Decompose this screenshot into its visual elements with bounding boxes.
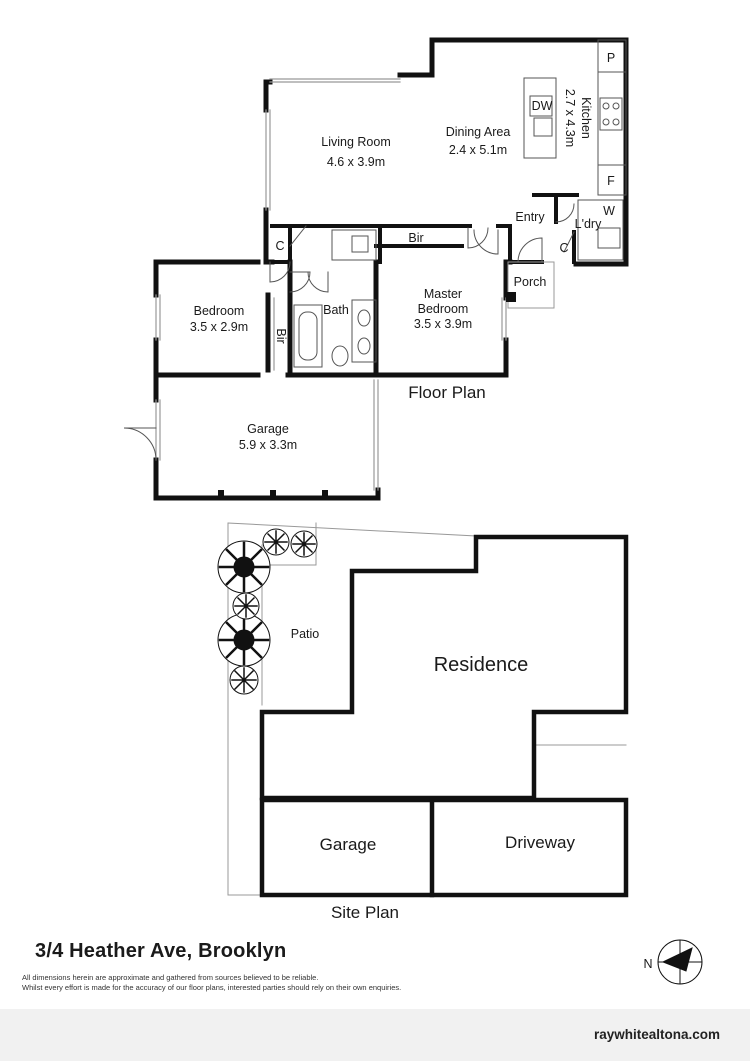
bedroom-wing-walls [153, 259, 513, 378]
disclaimer-line-1: All dimensions herein are approximate an… [22, 973, 319, 982]
compass-north-label: N [643, 957, 652, 971]
laundry-label: L'dry [575, 217, 602, 231]
floor-plan-drawing: Living Room 4.6 x 3.9m Dining Area 2.4 x… [123, 37, 703, 985]
master-bedroom-size: 3.5 x 3.9m [414, 317, 472, 331]
agency-website-link[interactable]: raywhitealtona.com [593, 1027, 720, 1042]
disclaimer: All dimensions herein are approximate an… [22, 973, 401, 992]
disclaimer-line-2: Whilst every effort is made for the accu… [22, 982, 402, 992]
bedroom-bir-label: Bir [274, 328, 288, 343]
site-buildings [259, 534, 629, 898]
garage-name: Garage [247, 422, 289, 436]
living-room-name: Living Room [321, 135, 390, 149]
bath-label: Bath [323, 303, 349, 317]
residence-label: Residence [434, 654, 529, 676]
interior-walls [270, 193, 579, 264]
dining-area-size: 2.4 x 5.1m [449, 143, 507, 157]
driveway-label: Driveway [505, 833, 575, 852]
site-plan-title: Site Plan [331, 903, 399, 922]
dining-area-name: Dining Area [446, 125, 511, 139]
closet-right-label: C [559, 241, 568, 255]
closet-left-label: C [275, 239, 284, 253]
master-bir-label: Bir [408, 231, 423, 245]
site-garage-label: Garage [320, 835, 377, 854]
kitchen-name: Kitchen [579, 97, 593, 139]
living-room-size: 4.6 x 3.9m [327, 155, 385, 169]
kitchen-fixtures [523, 39, 627, 261]
porch-label: Porch [514, 275, 547, 289]
dishwasher-label: DW [532, 99, 553, 113]
patio-trees [217, 528, 318, 695]
master-bedroom-name-1: Master [424, 287, 462, 301]
floor-plan-title: Floor Plan [408, 383, 485, 402]
bathroom-fixtures [293, 229, 377, 368]
bedroom-name: Bedroom [194, 304, 245, 318]
bedroom-size: 3.5 x 2.9m [190, 320, 248, 334]
compass-icon [657, 939, 703, 985]
porch-outline [507, 261, 555, 309]
entry-label: Entry [515, 210, 545, 224]
footer-bar: raywhitealtona.com [0, 1009, 750, 1061]
kitchen-size: 2.7 x 4.3m [563, 89, 577, 147]
property-address: 3/4 Heather Ave, Brooklyn [35, 940, 287, 962]
washer-label: W [603, 204, 615, 218]
garage-size: 5.9 x 3.3m [239, 438, 297, 452]
pantry-label: P [607, 51, 615, 65]
door-swings [123, 203, 575, 461]
garage-walls [153, 372, 381, 501]
patio-label: Patio [291, 627, 320, 641]
fridge-label: F [607, 174, 615, 188]
master-bedroom-name-2: Bedroom [418, 302, 469, 316]
